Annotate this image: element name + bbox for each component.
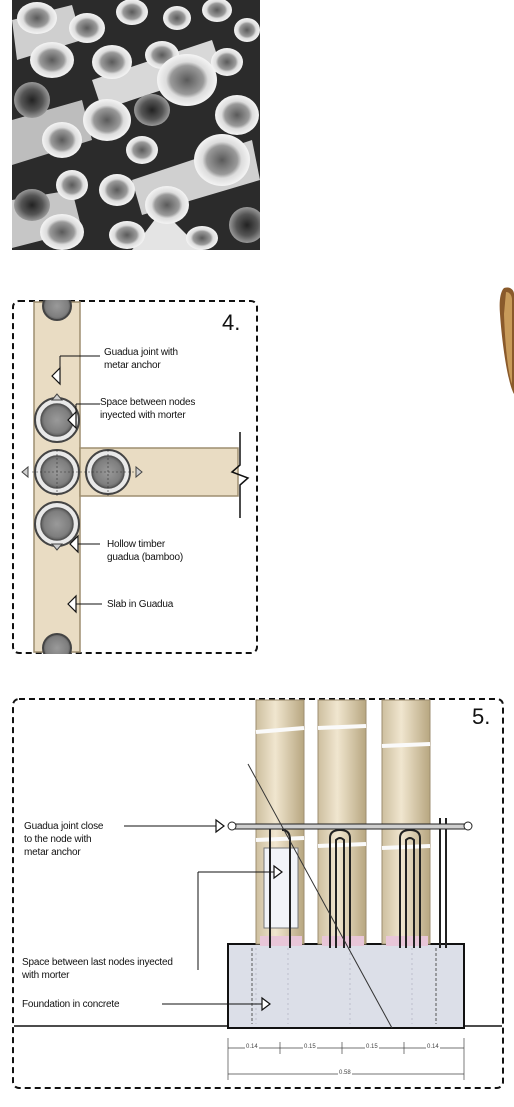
detail-panel-5: 5. Guadua joint close to the node with m… [12,698,504,1090]
panel-number-4: 4. [222,310,241,335]
dashed-frame-5 [12,698,504,1089]
dim-segment-4: 0.14 [426,1044,440,1050]
diagonal-section-line [247,763,393,1029]
break-line [230,432,250,518]
horizontal-bolt [233,823,471,830]
bamboo-tube-ends [12,0,260,250]
node-top [42,300,72,321]
bamboo-stack-photo [12,0,260,250]
label-space-between-nodes: Space between nodes inyected with morter [100,397,196,421]
detail-panel-4: 4. Guadua joint with metar anchor Space … [12,300,258,654]
panel-number-5: 5. [472,704,491,729]
label-hollow-timber: Hollow timber guadua (bamboo) [107,539,183,563]
detail-4-drawing [12,300,258,654]
detail-5-drawing [12,698,504,1089]
label-joint-close-to-node: Guadua joint close to the node with meta… [24,821,104,858]
metal-anchors [21,393,143,551]
partial-figure-icon [499,287,514,394]
dim-segment-2: 0.15 [303,1044,317,1050]
label-foundation-concrete: Foundation in concrete [22,999,120,1010]
label-joint-metal-anchor: Guadua joint with metar anchor [104,347,178,371]
dim-total: 0.58 [338,1070,352,1076]
dim-segment-3: 0.15 [365,1044,379,1050]
dashed-frame [12,300,258,654]
dim-segment-1: 0.14 [245,1044,259,1050]
label-space-last-nodes: Space between last nodes inyected with m… [22,957,173,981]
label-slab-in-guadua: Slab in Guadua [107,599,174,610]
partial-figure-right-edge [496,284,514,404]
bamboo-photo-svg [12,0,260,250]
concrete-foundation [227,943,465,1029]
